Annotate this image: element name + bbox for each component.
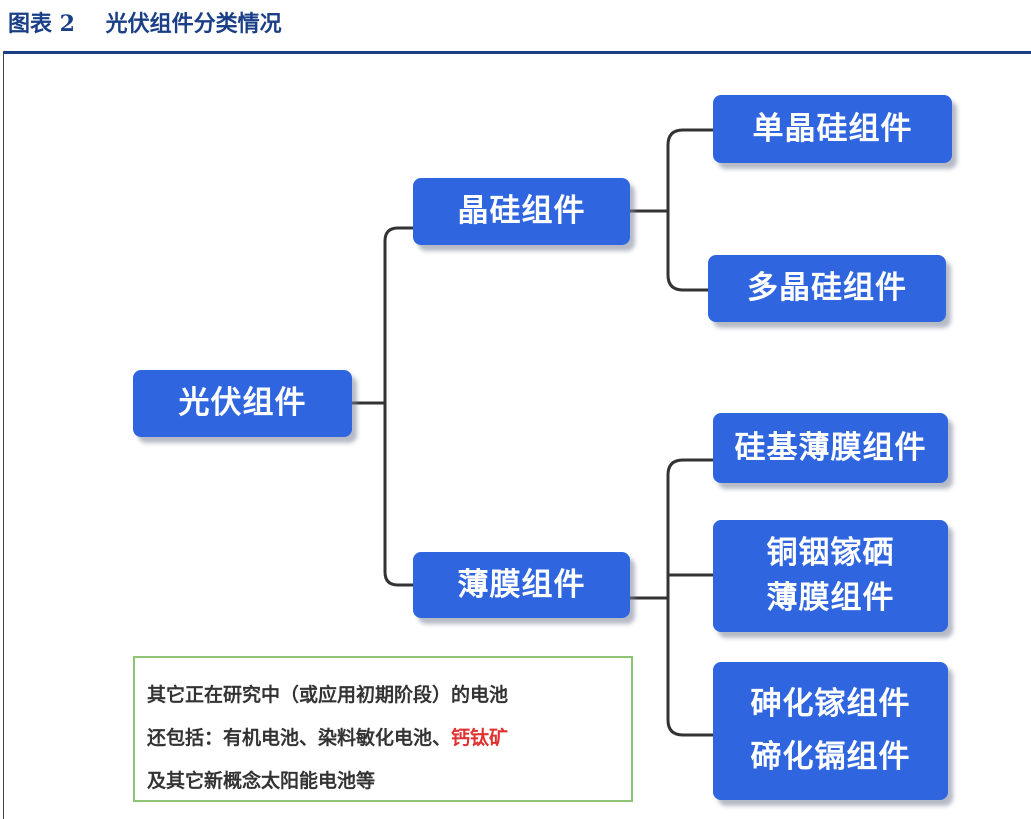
- connector-root: [352, 226, 413, 587]
- node-si-thin: 硅基薄膜组件: [713, 413, 948, 483]
- node-root: 光伏组件: [133, 370, 352, 437]
- node-crystalline: 晶硅组件: [413, 178, 630, 245]
- note-line3: 及其它新概念太阳能电池等: [147, 770, 376, 792]
- node-cdte: 碲化镉组件: [750, 739, 911, 775]
- title-rule: [4, 51, 1031, 54]
- node-thin-film: 薄膜组件: [413, 552, 630, 618]
- figure-title: 图表 2 光伏组件分类情况: [8, 11, 282, 37]
- note-box: 其它正在研究中（或应用初期阶段）的电池 还包括：有机电池、染料敏化电池、钙钛矿 …: [133, 656, 633, 802]
- connector-crystalline: [630, 128, 713, 292]
- note-line2-text: 还包括：有机电池、染料敏化电池、: [147, 727, 452, 749]
- note-line1: 其它正在研究中（或应用初期阶段）的电池: [147, 684, 509, 706]
- node-cigs-line2: 薄膜组件: [766, 580, 895, 616]
- note-highlight: 钙钛矿: [451, 727, 509, 749]
- left-border: [3, 51, 4, 819]
- node-gaas-cdte: 砷化镓组件 碲化镉组件: [713, 662, 948, 800]
- node-cigs: 铜铟镓硒 薄膜组件: [713, 520, 948, 632]
- node-gaas: 砷化镓组件: [750, 686, 911, 723]
- node-poly: 多晶硅组件: [708, 255, 946, 322]
- node-cigs-line1: 铜铟镓硒: [766, 535, 895, 572]
- connector-thin-film: [630, 458, 713, 737]
- note-line2: 还包括：有机电池、染料敏化电池、钙钛矿: [147, 715, 621, 762]
- node-mono: 单晶硅组件: [713, 95, 952, 163]
